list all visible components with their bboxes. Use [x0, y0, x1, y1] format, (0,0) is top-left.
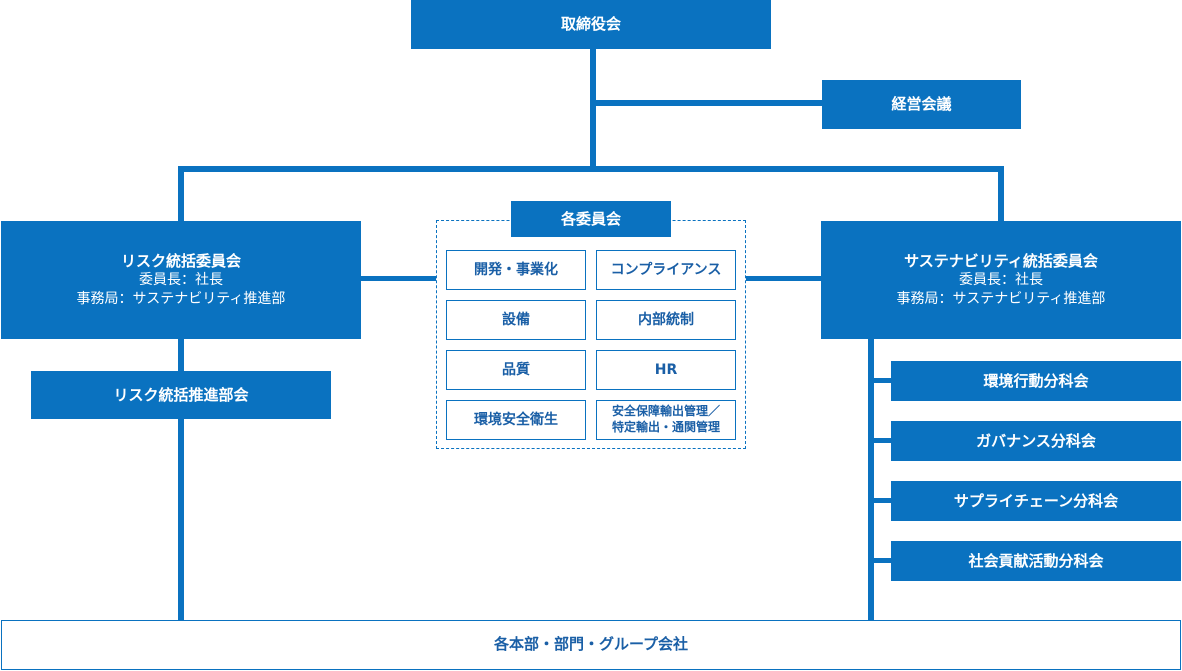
sustainability-committee-box: サステナビリティ統括委員会 委員長：社長 事務局：サステナビリティ推進部	[821, 221, 1181, 339]
committee-item: 設備	[446, 300, 586, 340]
committee-item-label: 設備	[502, 311, 530, 328]
connector-left-to-committees	[360, 276, 438, 281]
risk-committee-secretariat: 事務局：サステナビリティ推進部	[76, 291, 286, 308]
committee-item: 安全保障輸出管理／ 特定輸出・通関管理	[596, 400, 736, 440]
committee-item-label-line2: 特定輸出・通関管理	[611, 420, 720, 434]
connector-horizontal-top	[178, 166, 1004, 172]
connector-sub-1	[868, 378, 892, 383]
committee-item-label: 開発・事業化	[474, 261, 558, 278]
subcommittee-box: サプライチェーン分科会	[891, 481, 1181, 521]
subcommittee-label: サプライチェーン分科会	[953, 491, 1119, 510]
risk-promotion-box: リスク統括推進部会	[31, 371, 331, 419]
subcommittee-label: 社会貢献活動分科会	[968, 551, 1104, 570]
committee-item: 開発・事業化	[446, 250, 586, 290]
risk-committee-chair: 委員長：社長	[139, 272, 223, 289]
board-label: 取締役会	[560, 15, 621, 34]
connector-board-down	[590, 48, 596, 172]
committees-title: 各委員会	[560, 209, 621, 228]
committee-item-label: HR	[654, 361, 678, 378]
committee-item-label: 環境安全衛生	[474, 411, 558, 428]
committee-item: 内部統制	[596, 300, 736, 340]
subcommittee-label: ガバナンス分科会	[976, 431, 1096, 450]
connector-right-vertical	[868, 338, 874, 622]
connector-to-management	[590, 100, 822, 106]
risk-committee-title: リスク統括委員会	[120, 251, 241, 270]
subcommittee-box: 社会貢献活動分科会	[891, 541, 1181, 581]
management-meeting-label: 経営会議	[891, 95, 952, 114]
connector-sub-2	[868, 438, 892, 443]
management-meeting-box: 経営会議	[822, 80, 1021, 129]
committees-title-box: 各委員会	[511, 201, 671, 237]
sustainability-committee-title: サステナビリティ統括委員会	[904, 251, 1098, 270]
bottom-box: 各本部・部門・グループ会社	[1, 620, 1181, 670]
committee-item-label: 内部統制	[638, 311, 694, 328]
subcommittee-box: 環境行動分科会	[891, 361, 1181, 401]
committee-item: 品質	[446, 350, 586, 390]
sustainability-committee-chair: 委員長：社長	[959, 272, 1043, 289]
connector-left-vertical	[178, 338, 184, 622]
subcommittee-box: ガバナンス分科会	[891, 421, 1181, 461]
risk-committee-box: リスク統括委員会 委員長：社長 事務局：サステナビリティ推進部	[1, 221, 361, 339]
connector-committees-to-right	[744, 276, 822, 281]
committee-item: HR	[596, 350, 736, 390]
subcommittee-label: 環境行動分科会	[983, 371, 1089, 390]
committee-item-label-line1: 安全保障輸出管理／	[611, 404, 720, 419]
sustainability-committee-secretariat: 事務局：サステナビリティ推進部	[896, 291, 1106, 308]
connector-right-down	[998, 166, 1004, 222]
bottom-label: 各本部・部門・グループ会社	[493, 635, 689, 654]
committee-item-label: 品質	[502, 361, 530, 378]
risk-promotion-label: リスク統括推進部会	[113, 385, 249, 404]
board-box: 取締役会	[411, 0, 771, 49]
committee-item-label: コンプライアンス	[610, 261, 722, 278]
connector-sub-3	[868, 498, 892, 503]
connector-sub-4	[868, 558, 892, 563]
committee-item: コンプライアンス	[596, 250, 736, 290]
committee-item: 環境安全衛生	[446, 400, 586, 440]
connector-left-down	[178, 166, 184, 222]
